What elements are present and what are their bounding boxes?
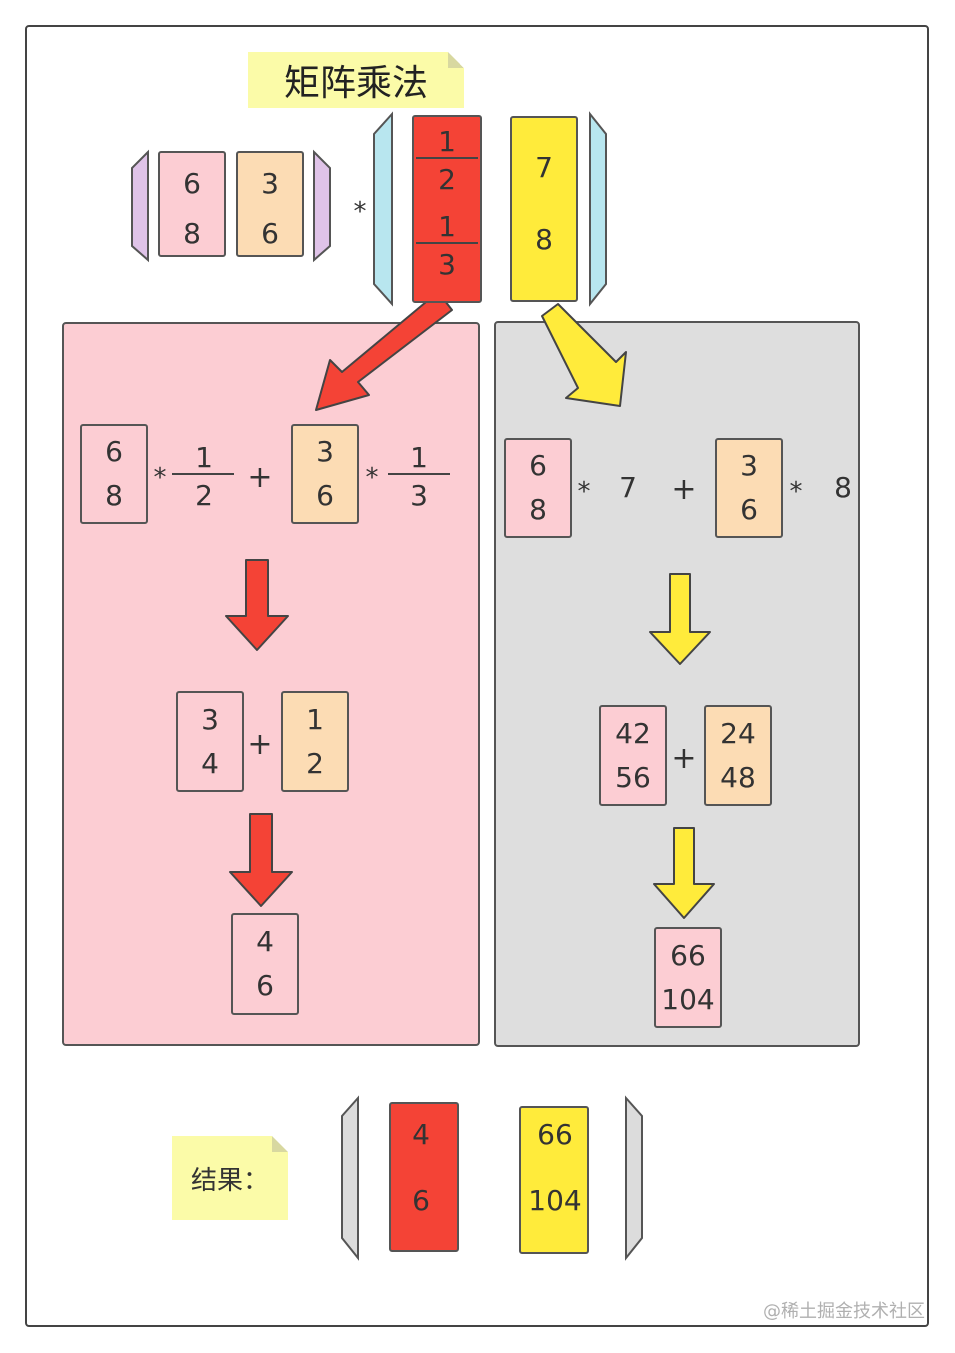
lp-s1-frac-b-num: 1 (410, 441, 428, 474)
result-col1-top: 4 (412, 1118, 430, 1151)
left-matrix-col1-top: 6 (183, 167, 201, 200)
lp-s2-vec-b-bottom: 2 (306, 747, 324, 780)
right-matrix-col2-top: 7 (535, 151, 553, 184)
lp-s2-vec-a (176, 691, 244, 792)
multiply-sign: * (353, 197, 367, 227)
left-matrix-col2-top: 3 (261, 167, 279, 200)
right-matrix-frac2-bar (416, 242, 478, 244)
right-matrix-col1-frac2-num: 1 (438, 210, 456, 243)
left-matrix-col2 (236, 151, 304, 257)
lp-s2-vec-a-bottom: 4 (201, 747, 219, 780)
watermark: @稀土掘金技术社区 (763, 1301, 925, 1322)
right-matrix-col2 (510, 116, 578, 302)
rp-s1-vec-b (715, 438, 783, 538)
lp-s1-star-b: * (365, 463, 379, 493)
lp-s1-vec-b (291, 424, 359, 524)
diagram-frame (25, 25, 929, 1327)
lp-s1-frac-a-num: 1 (195, 441, 213, 474)
result-note: 结果： (172, 1136, 288, 1220)
rp-s1-plus: + (671, 472, 697, 507)
lp-s1-star-a: * (153, 463, 167, 493)
result-bracket-close (625, 1095, 643, 1261)
rp-s3-vec-top: 66 (670, 939, 706, 972)
lp-s3-vec (231, 913, 299, 1015)
result-col2-top: 66 (537, 1118, 573, 1151)
left-matrix-col1-bottom: 8 (183, 217, 201, 250)
rp-s2-vec-a (599, 705, 667, 806)
rp-s1-star-a: * (577, 477, 591, 507)
result-label: 结果： (190, 1165, 269, 1196)
rp-s3-vec (654, 927, 722, 1028)
rp-s2-plus: + (671, 741, 697, 776)
rp-s2-vec-b (704, 705, 772, 806)
lp-s3-vec-top: 4 (256, 925, 274, 958)
result-col1-bottom: 6 (412, 1184, 430, 1217)
lp-s3-vec-bottom: 6 (256, 969, 274, 1002)
lp-s1-frac-a-bar (172, 473, 234, 475)
red-down-arrow-1 (225, 559, 289, 651)
right-bracket-close (589, 111, 607, 307)
lp-s1-frac-a-den: 2 (195, 479, 213, 512)
rp-s1-vec-b-bottom: 6 (740, 493, 758, 526)
right-matrix-col1-frac1-den: 2 (438, 163, 456, 196)
lp-s1-frac-b-den: 3 (410, 479, 428, 512)
lp-s2-plus: + (247, 727, 273, 762)
result-matrix-col1 (389, 1102, 459, 1252)
red-down-arrow-2 (229, 813, 293, 907)
lp-s1-vec-b-bottom: 6 (316, 479, 334, 512)
rp-s2-vec-a-bottom: 56 (615, 761, 651, 794)
lp-s1-vec-b-top: 3 (316, 435, 334, 468)
lp-s1-vec-a-top: 6 (105, 435, 123, 468)
result-col2-bottom: 104 (528, 1184, 582, 1217)
left-bracket-open (131, 149, 149, 263)
lp-s2-vec-b (281, 691, 349, 792)
right-bracket-open (373, 111, 393, 307)
left-matrix-col1 (158, 151, 226, 257)
right-matrix-col2-bottom: 8 (535, 223, 553, 256)
rp-s1-scalar-a: 7 (619, 471, 637, 504)
rp-s2-vec-a-top: 42 (615, 717, 651, 750)
rp-s1-vec-a-top: 6 (529, 449, 547, 482)
right-matrix-col1-frac2-den: 3 (438, 248, 456, 281)
yellow-diagonal-arrow (541, 303, 627, 407)
rp-s1-scalar-b: 8 (834, 471, 852, 504)
lp-s1-vec-a (80, 424, 148, 524)
lp-s1-vec-a-bottom: 8 (105, 479, 123, 512)
yellow-down-arrow-2 (653, 827, 715, 919)
rp-s3-vec-bottom: 104 (661, 983, 715, 1016)
lp-s1-plus: + (247, 460, 273, 495)
title-text: 矩阵乘法 (283, 63, 428, 104)
rp-s1-star-b: * (789, 477, 803, 507)
left-matrix-col2-bottom: 6 (261, 217, 279, 250)
yellow-down-arrow-1 (649, 573, 711, 665)
right-matrix-frac1-bar (416, 157, 478, 159)
rp-s2-vec-b-top: 24 (720, 717, 756, 750)
right-matrix-col1 (412, 115, 482, 303)
result-matrix-col2 (519, 1106, 589, 1254)
red-diagonal-arrow (315, 291, 453, 411)
result-bracket-open (341, 1095, 359, 1261)
left-bracket-close (313, 149, 331, 263)
right-matrix-col1-frac1-num: 1 (438, 125, 456, 158)
rp-s1-vec-a (504, 438, 572, 538)
lp-s2-vec-a-top: 3 (201, 703, 219, 736)
lp-s2-vec-b-top: 1 (306, 703, 324, 736)
rp-s1-vec-b-top: 3 (740, 449, 758, 482)
title-note: 矩阵乘法 (248, 52, 464, 108)
rp-s2-vec-b-bottom: 48 (720, 761, 756, 794)
rp-s1-vec-a-bottom: 8 (529, 493, 547, 526)
lp-s1-frac-b-bar (388, 473, 450, 475)
